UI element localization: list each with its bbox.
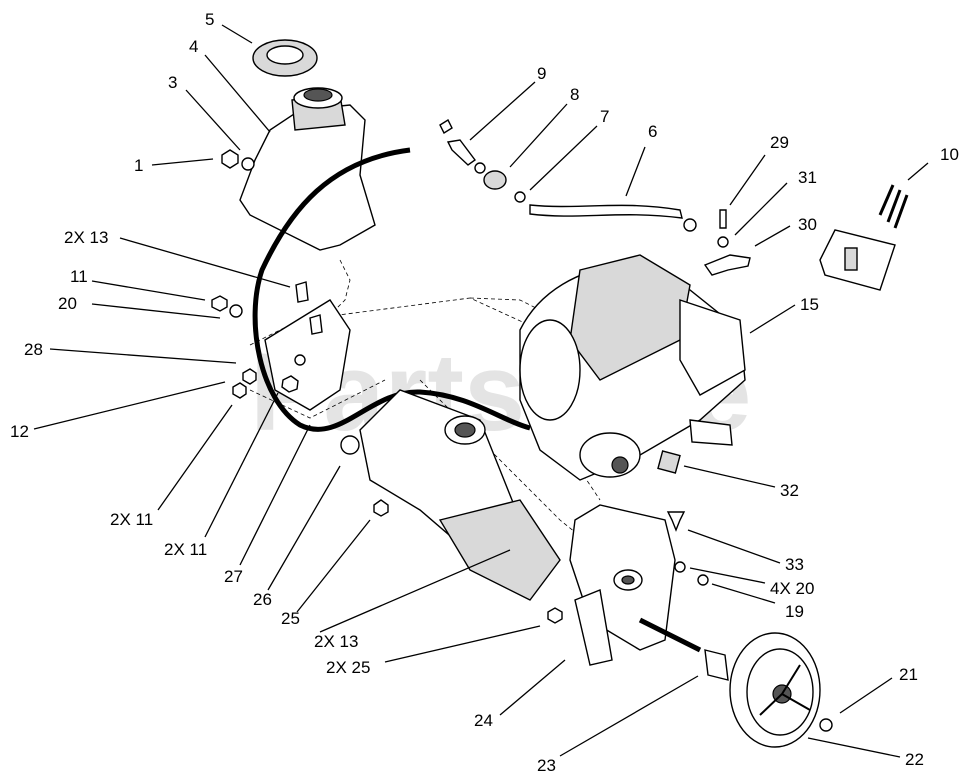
callout-10: 10 bbox=[940, 145, 959, 164]
frame-housing-part bbox=[340, 389, 561, 601]
wheel-part bbox=[729, 632, 833, 748]
callout-19: 19 bbox=[785, 602, 804, 621]
leader-lines bbox=[33, 24, 929, 758]
callout-7: 7 bbox=[600, 107, 609, 126]
mount-bracket-part bbox=[264, 281, 351, 411]
callout-6: 6 bbox=[648, 122, 657, 141]
callout-28: 28 bbox=[24, 340, 43, 359]
fuel-tank-part bbox=[239, 87, 376, 251]
callout-29: 29 bbox=[770, 133, 789, 152]
callout-25: 25 bbox=[281, 609, 300, 628]
callout-2x11-left: 2X 11 bbox=[110, 510, 153, 529]
callout-30: 30 bbox=[798, 215, 817, 234]
callout-2x11-right: 2X 11 bbox=[164, 540, 207, 559]
tank-fasteners bbox=[221, 149, 255, 171]
callout-11: 11 bbox=[70, 267, 88, 286]
callout-8: 8 bbox=[570, 85, 579, 104]
callout-32: 32 bbox=[780, 481, 799, 500]
callout-2x13-upper: 2X 13 bbox=[64, 228, 108, 247]
callout-3: 3 bbox=[168, 73, 177, 92]
choke-parts bbox=[703, 209, 751, 276]
decal-part bbox=[657, 450, 681, 474]
callout-31: 31 bbox=[798, 168, 817, 187]
callout-12: 12 bbox=[10, 422, 29, 441]
callout-labels: 1 3 4 5 2X 13 11 20 28 12 2X 11 2X 11 27… bbox=[10, 10, 959, 775]
side-plate-part bbox=[547, 504, 676, 666]
fuel-cap-part bbox=[252, 39, 318, 77]
callout-23: 23 bbox=[537, 756, 556, 775]
callout-4: 4 bbox=[189, 37, 198, 56]
callout-1: 1 bbox=[134, 156, 143, 175]
throttle-cable bbox=[252, 147, 531, 432]
callout-20: 20 bbox=[58, 294, 77, 313]
callout-4x20: 4X 20 bbox=[770, 579, 814, 598]
small-hardware bbox=[211, 295, 257, 399]
callout-2x25: 2X 25 bbox=[326, 658, 370, 677]
callout-21: 21 bbox=[899, 665, 918, 684]
axle-hardware bbox=[638, 511, 729, 681]
callout-33: 33 bbox=[785, 555, 804, 574]
fuel-line-parts bbox=[439, 118, 697, 232]
callout-22: 22 bbox=[905, 750, 924, 769]
engine-part bbox=[519, 254, 746, 481]
callout-5: 5 bbox=[205, 10, 214, 29]
callout-24: 24 bbox=[474, 711, 493, 730]
bracket-with-bolts-part bbox=[819, 184, 909, 291]
callout-27: 27 bbox=[224, 567, 243, 586]
callout-2x13-lower: 2X 13 bbox=[314, 632, 358, 651]
callout-9: 9 bbox=[537, 64, 546, 83]
callout-26: 26 bbox=[253, 590, 272, 609]
callout-15: 15 bbox=[800, 295, 819, 314]
